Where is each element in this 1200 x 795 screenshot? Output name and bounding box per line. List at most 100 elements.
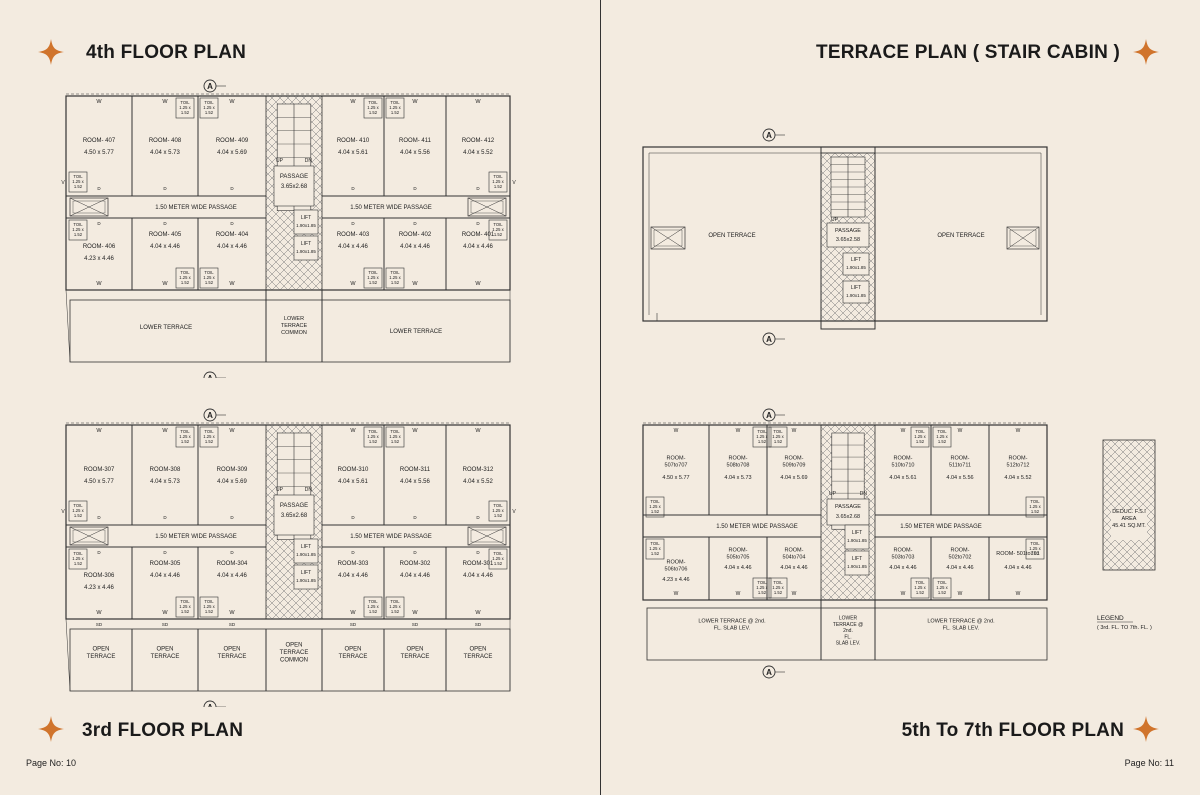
corridor-label: 1.50 METER WIDE PASSAGE (155, 205, 237, 211)
plan-line (65, 289, 71, 363)
lift-label: LIFT (852, 530, 862, 536)
lift-size: 1.90x1.85 (847, 564, 867, 569)
lift-box (842, 252, 870, 276)
passage-box (826, 222, 870, 248)
page-number-left: Page No: 10 (26, 758, 77, 768)
terrace-label: LOWER TERRACE @ 2nd.FL. SLAB LEV. (927, 619, 995, 632)
window-label: W (475, 610, 481, 616)
room-name: ROOM-512to712 (1007, 456, 1030, 469)
room-size: 4.04 x 4.46 (217, 573, 247, 579)
toilet-box (175, 596, 195, 618)
door-label: D (351, 221, 355, 226)
terrace-label: LOWER TERRACE (140, 325, 192, 331)
room-size: 4.04 x 5.56 (400, 479, 430, 485)
room-name: ROOM-509to709 (783, 456, 806, 469)
toilet-size: 1.52 (758, 590, 767, 595)
room-size: 4.04 x 4.46 (150, 573, 180, 579)
toilet-box (932, 426, 952, 448)
room-size: 4.04 x 4.46 (217, 244, 247, 250)
door-label: D (97, 221, 101, 226)
room-name: ROOM-510to710 (892, 456, 915, 469)
lift-box (842, 280, 870, 304)
toilet-size: 1.52 (758, 439, 767, 444)
door-label: D (413, 515, 417, 520)
toilet-size: 1.25 x (203, 434, 215, 439)
window-label: W (162, 281, 168, 287)
toilet-box (175, 426, 195, 448)
legend-title: LEGEND (1097, 615, 1124, 622)
window-label: W (229, 610, 235, 616)
room-size: 4.04 x 4.46 (724, 565, 751, 571)
room-size: 4.04 x 5.61 (338, 150, 368, 156)
toilet-size: 1.25 x (492, 508, 504, 513)
room-name: ROOM-306 (84, 573, 115, 579)
lift-label: LIFT (301, 215, 311, 221)
third-floor-title: 3rd FLOOR PLAN (82, 720, 244, 741)
room-name: ROOM-303 (338, 561, 369, 567)
toilet-size: 1.25 x (203, 604, 215, 609)
toilet-box (68, 171, 88, 193)
toilet-size: 1.52 (369, 609, 378, 614)
section-marker-label: A (207, 703, 213, 707)
toilet-label: TOIL (180, 100, 190, 105)
window-label: W (792, 591, 797, 597)
toilet-size: 1.52 (74, 513, 83, 518)
window-label: W (412, 281, 418, 287)
room-size: 4.04 x 5.69 (217, 150, 247, 156)
toilet-size: 1.52 (938, 439, 947, 444)
plan-wall (467, 197, 507, 217)
toilet-size: 1.25 x (72, 179, 84, 184)
toilet-box (199, 97, 219, 119)
room-name: ROOM-505to705 (727, 548, 750, 561)
toilet-box (488, 500, 508, 522)
room-size: 4.04 x 5.69 (217, 479, 247, 485)
toilet-size: 1.52 (391, 280, 400, 285)
toilet-size: 1.25 x (179, 105, 191, 110)
window-label: W (674, 591, 679, 597)
room-name: ROOM- 412 (462, 138, 495, 144)
toilet-label: TOIL (773, 580, 783, 585)
stair-up-label: UP (276, 158, 284, 164)
door-label: D (163, 515, 167, 520)
door-label: SD (229, 622, 236, 627)
toilet-box (199, 426, 219, 448)
room-size: 4.04 x 5.52 (1004, 475, 1031, 481)
toilet-box (645, 538, 665, 560)
toilet-size: 1.52 (205, 609, 214, 614)
diamond-icon (1133, 39, 1159, 65)
toilet-box (768, 426, 788, 448)
toilet-label: TOIL (937, 429, 947, 434)
door-label: D (230, 221, 234, 226)
passage-size: 3.65x2.68 (836, 514, 860, 520)
room-name: ROOM- 407 (83, 138, 116, 144)
plan-wall (650, 226, 686, 250)
toilet-size: 1.25 x (179, 434, 191, 439)
stair-down-label: DN (305, 487, 313, 493)
room-name: ROOM-311 (400, 467, 431, 473)
plan-wall (69, 526, 109, 546)
window-label: W (475, 99, 481, 105)
toilet-box (68, 548, 88, 570)
toilet-label: TOIL (650, 499, 660, 504)
room-name: ROOM- 410 (337, 138, 370, 144)
toilet-label: TOIL (937, 580, 947, 585)
room-name: ROOM- 408 (149, 138, 182, 144)
room-size: 4.04 x 4.46 (889, 565, 916, 571)
toilet-size: 1.25 x (389, 434, 401, 439)
toilet-label: TOIL (368, 429, 378, 434)
lift-box (293, 235, 319, 261)
room-size: 4.04 x 4.46 (1004, 565, 1031, 571)
room-size: 4.04 x 4.46 (780, 565, 807, 571)
toilet-size: 1.25 x (756, 585, 768, 590)
corridor-label: 1.50 METER WIDE PASSAGE (900, 524, 982, 530)
stair-down-label: DN (860, 491, 868, 497)
hatched-area (1102, 439, 1156, 571)
toilet-size: 1.52 (181, 439, 190, 444)
window-label: W (901, 428, 906, 434)
corridor-label: 1.50 METER WIDE PASSAGE (350, 205, 432, 211)
toilet-label: TOIL (493, 222, 503, 227)
room-name: ROOM-506to706 (665, 560, 688, 573)
toilet-label: TOIL (773, 429, 783, 434)
